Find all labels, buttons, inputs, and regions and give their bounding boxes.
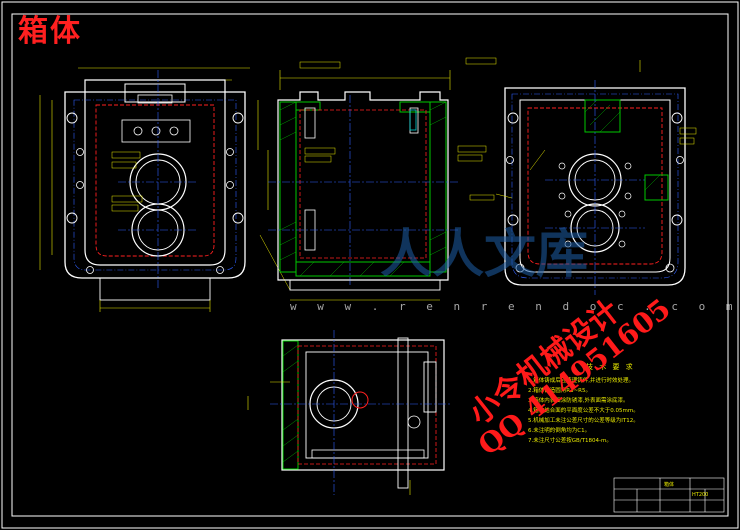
drawing-title: 箱体 xyxy=(18,14,82,49)
technical-note: 3.箱体内表面涂防锈漆,外表面需涂底漆。 xyxy=(528,398,629,404)
inner-border xyxy=(11,13,729,517)
right-view xyxy=(469,60,697,295)
watermark-brand: 人人文库 xyxy=(380,225,589,285)
technical-note: 4.箱体结合面的平面度公差不大于0.05mm。 xyxy=(528,408,639,414)
technical-note: 2.箱体铸造圆角R3~R5。 xyxy=(528,388,591,394)
side-section-view xyxy=(268,57,497,301)
front-view xyxy=(39,67,291,312)
technical-notes-title: 技 术 要 求 xyxy=(586,363,635,371)
bottom-view xyxy=(247,330,450,495)
watermark-url: w w w . r e n r e n d o c . c o m xyxy=(290,300,740,313)
title-block xyxy=(613,477,725,513)
technical-note: 6.未注明的倒角均为C1。 xyxy=(528,428,591,434)
title-block-material: HT200 xyxy=(692,492,709,498)
title-block-name: 箱体 xyxy=(664,482,675,488)
technical-note: 7.未注尺寸公差按GB/T1804-m。 xyxy=(528,438,612,444)
technical-note: 5.机械加工未注公差尺寸的公差等级为IT12。 xyxy=(528,418,639,424)
technical-note: 1.箱体铸成后应清理铸件,并进行时效处理。 xyxy=(528,378,634,384)
